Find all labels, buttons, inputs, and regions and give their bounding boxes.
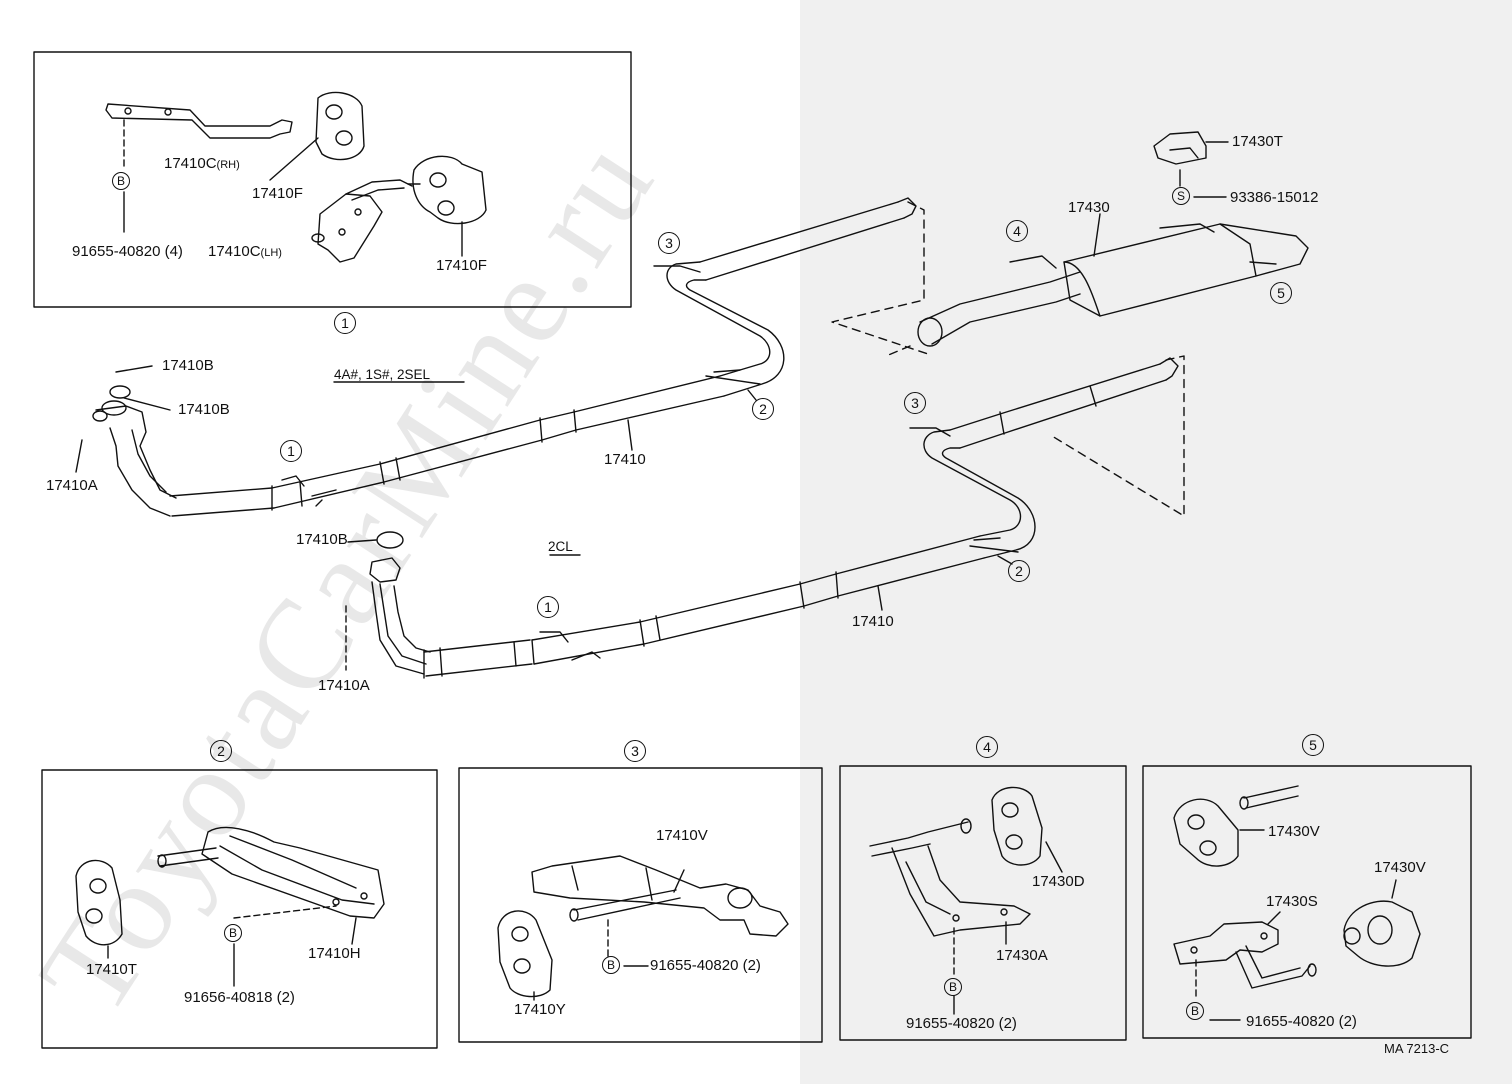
label-screw: 93386-15012	[1230, 189, 1319, 206]
insulator-3-shape	[497, 910, 553, 998]
bracket-lh-shape	[311, 179, 413, 263]
label-17410A-lower: 17410A	[318, 677, 370, 694]
muffler-assembly	[917, 223, 1309, 347]
engine-group-a: 4A#, 1S#, 2SEL	[334, 367, 431, 382]
detail-3-frame	[458, 767, 823, 1043]
detail-2-frame	[41, 769, 438, 1049]
detail-5-number: 5	[1302, 734, 1324, 756]
label-bolt-detail-2: 91656-40818 (2)	[184, 989, 295, 1006]
dashed-lines-lower	[1051, 355, 1185, 517]
label-17410C-rh: 17410C(RH)	[164, 155, 240, 172]
label-17410-lower: 17410	[852, 613, 894, 630]
bolt-mark-b-5: B	[1186, 1002, 1204, 1020]
bolt-mark-b: B	[112, 172, 130, 190]
drawing-code: MA 7213-C	[1384, 1041, 1450, 1056]
insulator-1a-shape	[315, 91, 365, 161]
label-bolt-detail-5: 91655-40820 (2)	[1246, 1013, 1357, 1030]
insulator-1b-shape	[407, 155, 487, 225]
bracket-2-shape	[157, 826, 385, 919]
label-17410F-b: 17410F	[436, 257, 487, 274]
label-bolt-detail-3: 91655-40820 (2)	[650, 957, 761, 974]
callout-1-upper: 1	[280, 440, 302, 462]
bracket-5-shape	[1173, 921, 1317, 989]
label-17430S: 17430S	[1266, 893, 1318, 910]
label-17410V: 17410V	[656, 827, 708, 844]
label-bolt-detail-1: 91655-40820 (4)	[72, 243, 183, 260]
callout-3-upper: 3	[658, 232, 680, 254]
bracket-rh-shape	[105, 103, 293, 139]
leader-17430	[1093, 213, 1101, 257]
detail-1-number: 1	[334, 312, 356, 334]
label-17430V-b: 17430V	[1374, 859, 1426, 876]
label-17430: 17430	[1068, 199, 1110, 216]
detail-4-frame	[839, 765, 1127, 1041]
label-17410-upper: 17410	[604, 451, 646, 468]
screw-mark-s: S	[1172, 187, 1190, 205]
detail-4-number: 4	[976, 736, 998, 758]
engine-group-b: 2CL	[548, 539, 573, 554]
label-17410B-top: 17410B	[162, 357, 214, 374]
label-17410B-lower: 17410B	[296, 531, 348, 548]
callout-2-lower: 2	[1008, 560, 1030, 582]
heat-insulator-shape	[1153, 131, 1207, 165]
detail-2-number: 2	[210, 740, 232, 762]
bolt-mark-b-4: B	[944, 978, 962, 996]
upper-exhaust-pipe	[92, 197, 917, 517]
dashed-lines-upper	[831, 201, 929, 357]
label-17430D: 17430D	[1032, 873, 1085, 890]
label-17410F-a: 17410F	[252, 185, 303, 202]
bracket-3-shape	[531, 855, 789, 937]
detail-5-frame	[1142, 765, 1472, 1039]
insulator-4-shape	[991, 786, 1043, 866]
bracket-4-shape	[869, 818, 1031, 937]
insulator-2-shape	[75, 859, 123, 946]
label-17430T: 17430T	[1232, 133, 1283, 150]
insulator-5a-shape	[1173, 798, 1239, 867]
callout-1-lower: 1	[537, 596, 559, 618]
callout-5: 5	[1270, 282, 1292, 304]
label-17410A-upper: 17410A	[46, 477, 98, 494]
bolt-mark-b-3: B	[602, 956, 620, 974]
label-17410H: 17410H	[308, 945, 361, 962]
detail-1-frame	[33, 51, 632, 308]
label-17410Y: 17410Y	[514, 1001, 566, 1018]
lower-exhaust-pipe	[369, 357, 1179, 679]
label-17430V-a: 17430V	[1268, 823, 1320, 840]
label-17410B-bottom: 17410B	[178, 401, 230, 418]
label-17410T: 17410T	[86, 961, 137, 978]
label-17410C-lh: 17410C(LH)	[208, 243, 282, 260]
callout-2-upper: 2	[752, 398, 774, 420]
leader-screw	[1179, 169, 1227, 198]
callout-3-lower: 3	[904, 392, 926, 414]
label-17430A: 17430A	[996, 947, 1048, 964]
insulator-5b-shape	[1343, 900, 1421, 967]
leader-17410F-a	[269, 137, 319, 181]
bolt-mark-b-2: B	[224, 924, 242, 942]
detail-3-number: 3	[624, 740, 646, 762]
label-bolt-detail-4: 91655-40820 (2)	[906, 1015, 1017, 1032]
callout-4: 4	[1006, 220, 1028, 242]
